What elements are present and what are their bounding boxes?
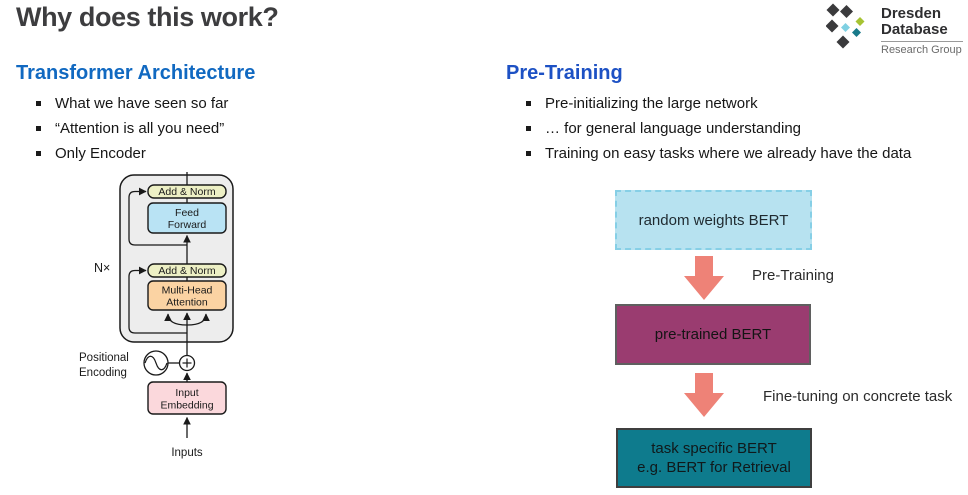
- pretraining-arrow-icon: [684, 256, 724, 300]
- flow-box-pretrained: pre-trained BERT: [615, 304, 811, 365]
- bullet-item: Only Encoder: [36, 144, 228, 169]
- embedding-label-1: Input: [175, 387, 198, 399]
- add-norm-bottom-label: Add & Norm: [158, 265, 215, 277]
- bullet-text: Training on easy tasks where we already …: [545, 145, 912, 162]
- positional-encoding-label-2: Encoding: [79, 367, 127, 379]
- feed-forward-box: [147, 202, 227, 234]
- attention-label-2: Attention: [166, 297, 208, 309]
- bullet-marker: [526, 101, 531, 106]
- flow-box-random-weights: random weights BERT: [615, 190, 812, 250]
- logo-line1: Dresden: [881, 5, 942, 22]
- add-norm-bottom-box: [147, 263, 227, 278]
- inputs-label: Inputs: [171, 447, 203, 459]
- bullet-text: Only Encoder: [55, 145, 146, 162]
- bullet-text: “Attention is all you need”: [55, 120, 225, 137]
- bullet-marker: [36, 101, 41, 106]
- finetuning-arrow-label: Fine-tuning on concrete task: [763, 388, 953, 405]
- transformer-architecture-diagram: Add & Norm Feed Forward Add & Norm Multi…: [79, 172, 234, 459]
- flow-box-task-specific: task specific BERT e.g. BERT for Retriev…: [616, 428, 812, 488]
- bullet-item: Training on easy tasks where we already …: [526, 144, 911, 169]
- finetuning-arrow-icon: [684, 373, 724, 417]
- pretraining-arrow-label: Pre-Training: [752, 267, 834, 284]
- residual-skip-top: [128, 187, 187, 246]
- attention-label-1: Multi-Head: [162, 285, 213, 297]
- dresden-database-logo: Dresden Database Research Group: [826, 2, 963, 56]
- bullet-marker: [526, 126, 531, 131]
- bullet-text: What we have seen so far: [55, 95, 229, 112]
- n-times-label: N×: [94, 261, 110, 275]
- bullet-item: What we have seen so far: [36, 94, 228, 119]
- feed-forward-label-2: Forward: [168, 219, 207, 231]
- bullet-item: … for general language understanding: [526, 119, 911, 144]
- flow-box-label-line1: task specific BERT: [651, 440, 777, 457]
- add-norm-top-label: Add & Norm: [158, 186, 215, 198]
- right-bullet-list: Pre-initializing the large network … for…: [526, 94, 911, 169]
- flow-box-label: pre-trained BERT: [654, 326, 772, 343]
- add-norm-top-box: [147, 184, 227, 199]
- input-embedding-box: [147, 381, 227, 415]
- attention-fork-right: [186, 313, 210, 326]
- right-section-heading: Pre-Training: [506, 62, 623, 84]
- left-bullet-list: What we have seen so far “Attention is a…: [36, 94, 228, 169]
- slide-title: Why does this work?: [16, 2, 279, 32]
- feed-forward-label-1: Feed: [175, 207, 199, 219]
- bullet-text: Pre-initializing the large network: [545, 95, 758, 112]
- bullet-item: “Attention is all you need”: [36, 119, 228, 144]
- bullet-marker: [526, 151, 531, 156]
- encoder-block: [119, 174, 234, 343]
- logo-text: Dresden Database Research Group: [881, 2, 963, 56]
- flow-box-label: random weights BERT: [638, 211, 789, 229]
- positional-encoding-label-1: Positional: [79, 352, 129, 364]
- sine-wave: [144, 355, 168, 371]
- bullet-text: … for general language understanding: [545, 120, 802, 137]
- embedding-label-2: Embedding: [160, 400, 213, 412]
- logo-divider: [881, 41, 963, 42]
- logo-line3: Research Group: [881, 44, 962, 56]
- bullet-item: Pre-initializing the large network: [526, 94, 911, 119]
- bullet-marker: [36, 151, 41, 156]
- logo-diamonds-icon: [826, 3, 865, 49]
- residual-skip-bottom: [128, 266, 187, 334]
- multi-head-attention-box: [147, 280, 227, 311]
- logo-line2: Database: [881, 21, 948, 38]
- left-section-heading: Transformer Architecture: [16, 62, 256, 84]
- flow-box-label-line2: e.g. BERT for Retrieval: [637, 459, 791, 476]
- attention-fork-left: [164, 313, 188, 326]
- bullet-marker: [36, 126, 41, 131]
